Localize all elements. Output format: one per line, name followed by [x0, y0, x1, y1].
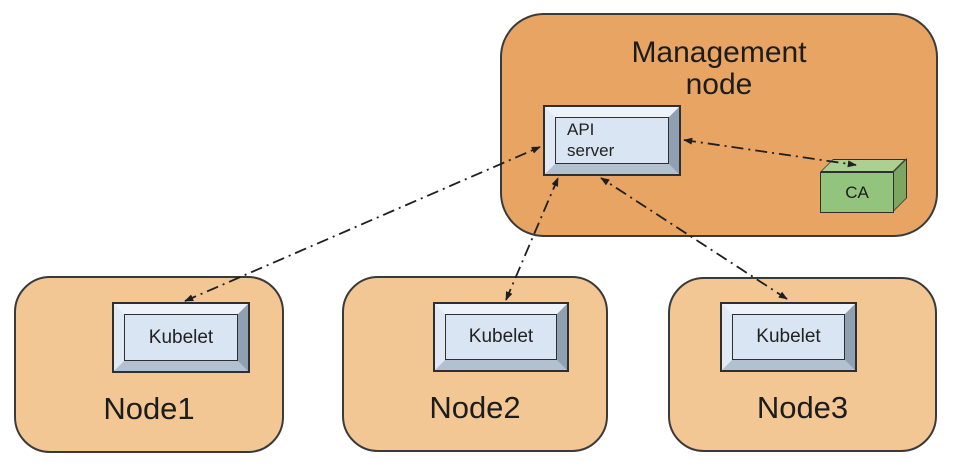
kubelet-node1-face: Kubelet: [124, 314, 238, 361]
management-node-title-text: Management node: [631, 36, 807, 102]
api-server-face: API server: [555, 117, 669, 164]
kubelet-box-node3: Kubelet: [720, 302, 857, 372]
kubelet-node2-face: Kubelet: [445, 314, 557, 360]
kubelet-node2-label: Kubelet: [468, 326, 534, 347]
kubelet-box-node1: Kubelet: [112, 302, 250, 373]
kubelet-node3-bevel: Kubelet: [722, 304, 855, 370]
kubelet-node3-face: Kubelet: [732, 314, 845, 360]
kubelet-node1-label: Kubelet: [148, 326, 214, 348]
node1-label: Node1: [103, 391, 195, 426]
kubelet-node3-label: Kubelet: [756, 326, 821, 347]
ca-label: CA: [845, 182, 869, 202]
node3-label: Node3: [756, 390, 849, 425]
api-server-label: API server: [567, 120, 615, 160]
kubelet-box-node2: Kubelet: [433, 302, 569, 372]
management-node-title: Management node: [502, 36, 936, 102]
ca-box: CA: [820, 172, 894, 213]
api-server-box: API server: [543, 105, 681, 176]
api-server-bevel: API server: [545, 107, 679, 174]
kubelet-node1-bevel: Kubelet: [114, 304, 248, 371]
node2-label: Node2: [429, 390, 521, 425]
kubelet-node2-bevel: Kubelet: [435, 304, 567, 370]
